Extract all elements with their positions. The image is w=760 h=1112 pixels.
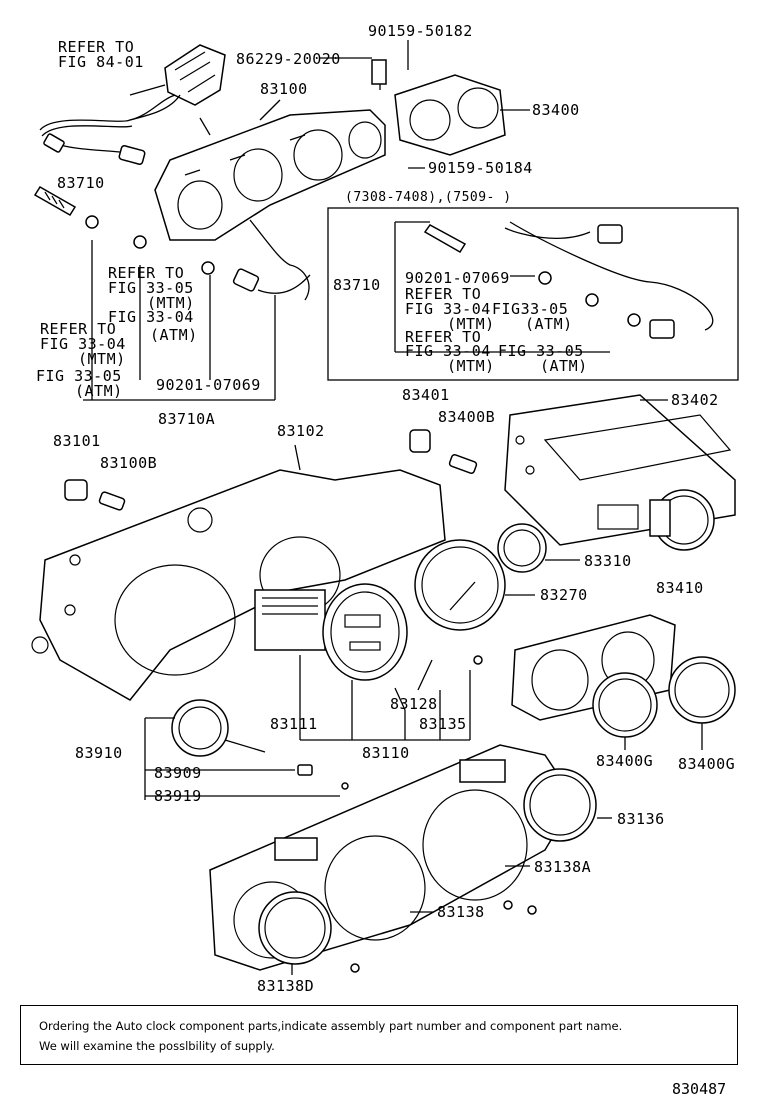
leader-lines-top xyxy=(83,40,530,401)
small-parts-mid xyxy=(64,429,478,511)
callout-83138a: 83138A xyxy=(534,858,592,876)
inset-range: (7308-7408),(7509- ) xyxy=(345,190,512,205)
callout-83710: 83710 xyxy=(57,174,105,192)
inset-fig-33-04-a: FIG 33-04 xyxy=(405,300,491,318)
inset-atm-b: (ATM) xyxy=(540,357,588,375)
inset-atm-a: (ATM) xyxy=(525,315,573,333)
drawing-number: 830487 xyxy=(672,1080,727,1098)
ordering-note-line-1: Ordering the Auto clock component parts,… xyxy=(39,1019,623,1033)
callout-83100: 83100 xyxy=(260,80,308,98)
left-atm-b: (ATM) xyxy=(75,382,123,400)
callout-83400g-left: 83400G xyxy=(596,752,654,770)
callout-83400b: 83400B xyxy=(438,408,496,426)
inset-fig-33-05-a: FIG33-05 xyxy=(492,300,569,318)
callout-83310: 83310 xyxy=(584,552,632,570)
gauge-83400-drawing xyxy=(371,59,506,156)
callout-83410: 83410 xyxy=(656,579,704,597)
left-fig-33-04-a: FIG 33-04 xyxy=(108,308,194,326)
callout-83101: 83101 xyxy=(53,432,101,450)
callout-83136: 83136 xyxy=(617,810,665,828)
screws-mid xyxy=(299,655,483,741)
callout-83128: 83128 xyxy=(390,695,438,713)
speedometer-drawing xyxy=(254,583,408,681)
left-fig-33-04-b: FIG 33-04 xyxy=(40,335,126,353)
callout-83138: 83138 xyxy=(437,903,485,921)
gauge-83310-drawing xyxy=(497,523,580,573)
left-spindles-drawing xyxy=(33,185,311,294)
inset-refer-b: REFER TO xyxy=(405,328,482,346)
inset-variant-box xyxy=(327,207,739,381)
front-frame-83400g-drawing xyxy=(511,614,736,750)
meter-housing-drawing xyxy=(154,109,386,301)
callout-83111: 83111 xyxy=(270,715,318,733)
inset-refer-a: REFER TO xyxy=(405,285,482,303)
callout-83400: 83400 xyxy=(532,101,580,119)
callout-83919: 83919 xyxy=(154,787,202,805)
left-mtm-a: (MTM) xyxy=(147,294,195,312)
callout-83401: 83401 xyxy=(402,386,450,404)
gauge-83410-drawing xyxy=(649,489,715,551)
bezel-drawing xyxy=(209,744,612,975)
left-mtm-b: (MTM) xyxy=(78,350,126,368)
callout-90159-50182: 90159-50182 xyxy=(368,22,473,40)
callout-refer-to: REFER TO xyxy=(58,38,135,56)
callout-83135: 83135 xyxy=(419,715,467,733)
callout-90159-50184: 90159-50184 xyxy=(428,159,533,177)
inset-fig-33-05-b: FIG 33-05 xyxy=(498,342,584,360)
callout-83402: 83402 xyxy=(671,391,719,409)
callout-83909: 83909 xyxy=(154,764,202,782)
tachometer-drawing xyxy=(414,539,535,631)
callout-83710a: 83710A xyxy=(158,410,216,428)
inset-83710: 83710 xyxy=(333,276,381,294)
callout-83910: 83910 xyxy=(75,744,123,762)
inset-mtm-b: (MTM) xyxy=(447,357,495,375)
callout-83138d: 83138D xyxy=(257,977,315,995)
callout-83102: 83102 xyxy=(277,422,325,440)
left-fig-33-05-a: FIG 33-05 xyxy=(108,279,194,297)
left-atm-a: (ATM) xyxy=(150,326,198,344)
switch-assembly-drawing xyxy=(129,44,226,121)
callout-83110: 83110 xyxy=(362,744,410,762)
inset-fig-33-04-b: FIG 33-04 xyxy=(405,342,491,360)
sensor-cable-drawing xyxy=(39,94,176,165)
callout-90201-07069: 90201-07069 xyxy=(156,376,261,394)
left-fig-33-05-b: FIG 33-05 xyxy=(36,367,122,385)
callout-83400g-right: 83400G xyxy=(678,755,736,773)
inset-mtm-a: (MTM) xyxy=(447,315,495,333)
ordering-note: Ordering the Auto clock component parts,… xyxy=(20,1005,738,1065)
callout-86229-20020: 86229-20020 xyxy=(236,50,341,68)
left-refer-a: REFER TO xyxy=(108,264,185,282)
callout-83100b: 83100B xyxy=(100,454,158,472)
callout-83270: 83270 xyxy=(540,586,588,604)
inset-90201-07069: 90201-07069 xyxy=(405,269,510,287)
clock-83910-drawing xyxy=(144,699,349,800)
ordering-note-line-2: We will examine the posslbility of suppl… xyxy=(39,1039,275,1053)
left-refer-b: REFER TO xyxy=(40,320,117,338)
callout-fig-84-01: FIG 84-01 xyxy=(58,53,144,71)
